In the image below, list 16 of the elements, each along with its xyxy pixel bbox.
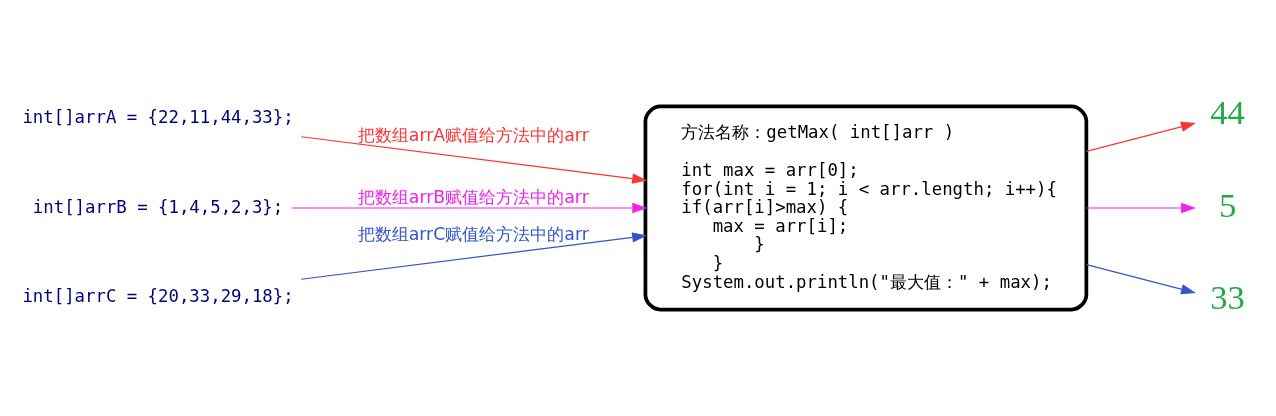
arrow	[300, 136, 648, 184]
node-text: 33	[1210, 278, 1245, 318]
arrow	[300, 232, 648, 280]
edge-label: 把数组arrB赋值给方法中的arr	[357, 187, 589, 208]
arrow	[1085, 202, 1196, 214]
arrow	[1085, 264, 1196, 295]
node-box: 方法名称：getMax( int[]arr ) int max = arr[0]; for(int i = 1; i < arr.length; i++){ if(arr[i]>max) { max = arr[i]; } } System.out.println("最大值：" + max);	[643, 104, 1089, 312]
node-text: int[]arrB = {1,4,5,2,3};	[32, 196, 284, 217]
edge-label: 把数组arrA赋值给方法中的arr	[357, 125, 589, 146]
node-text: int[]arrC = {20,33,29,18};	[22, 285, 294, 306]
arrow	[290, 202, 648, 214]
node-text: int[]arrA = {22,11,44,33};	[22, 107, 294, 128]
node-text: 44	[1210, 92, 1245, 132]
edge-label: 把数组arrC赋值给方法中的arr	[357, 224, 589, 245]
arrow	[1085, 121, 1196, 152]
node-text: 5	[1218, 185, 1237, 225]
